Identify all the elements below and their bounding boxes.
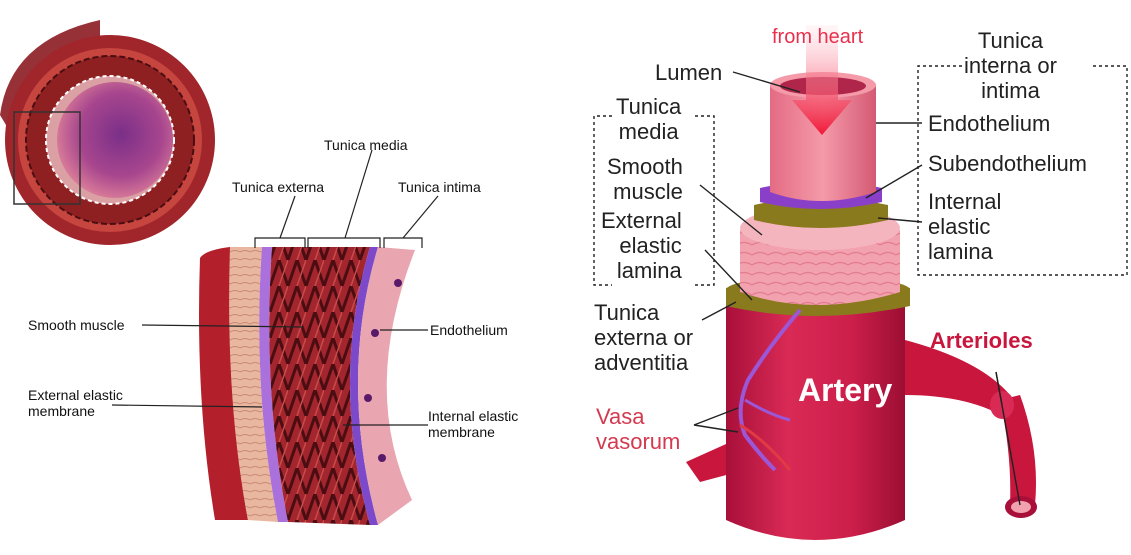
label-arterioles: Arterioles	[930, 328, 1033, 353]
label-tunica-media-left: Tunica media	[324, 137, 408, 153]
wall-section	[199, 247, 415, 525]
label-external-elastic-lamina: External elastic lamina	[601, 208, 682, 283]
label-from-heart: from heart	[772, 26, 863, 49]
label-lumen: Lumen	[655, 60, 722, 85]
label-tunica-externa-right: Tunica externa or adventitia	[594, 300, 693, 375]
label-tunica-intima-left: Tunica intima	[398, 179, 481, 195]
label-tunica-interna: Tunica interna or intima	[964, 28, 1057, 103]
label-endothelium-right: Endothelium	[928, 111, 1050, 136]
label-smooth-muscle-left: Smooth muscle	[28, 317, 124, 333]
label-vasa-vasorum: Vasa vasorum	[596, 404, 680, 454]
label-external-elastic-membrane: External elastic membrane	[28, 387, 123, 419]
label-tunica-externa-left: Tunica externa	[232, 179, 324, 195]
cross-section-ring	[0, 20, 215, 245]
label-tunica-media-right: Tunica media	[616, 94, 681, 144]
label-internal-elastic-lamina: Internal elastic lamina	[928, 189, 1001, 264]
label-smooth-muscle-right: Smooth muscle	[607, 154, 683, 204]
label-endothelium-left: Endothelium	[430, 322, 508, 338]
label-internal-elastic-membrane: Internal elastic membrane	[428, 408, 518, 440]
label-subendothelium: Subendothelium	[928, 151, 1087, 176]
label-artery: Artery	[798, 372, 892, 409]
